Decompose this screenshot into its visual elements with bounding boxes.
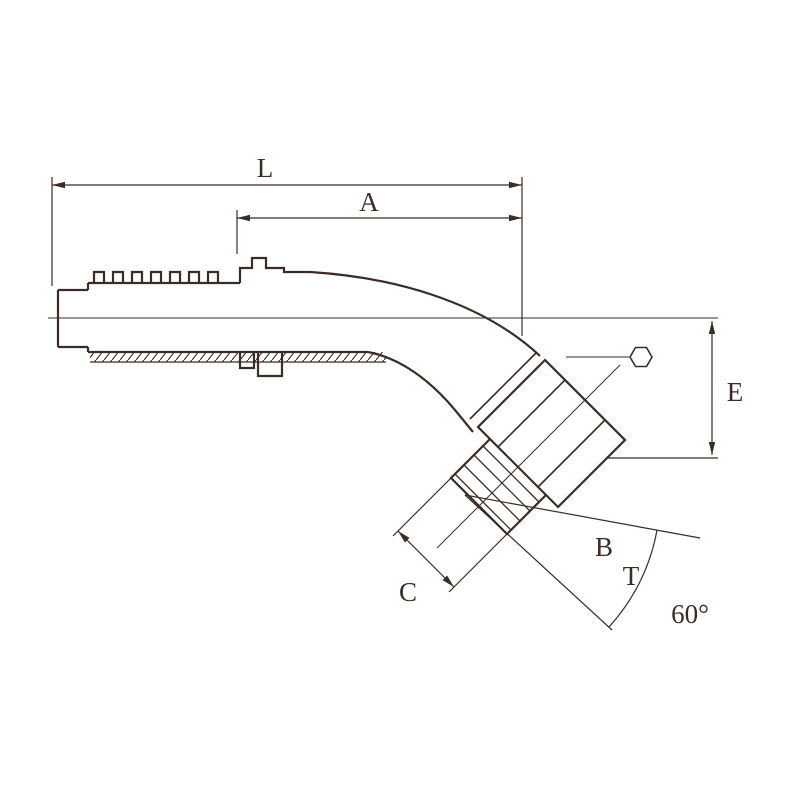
dim-C-ext-1	[392, 477, 452, 537]
dim-label-seat-angle: 60°	[671, 599, 709, 629]
centerlines	[48, 317, 718, 549]
dim-label-L: L	[257, 153, 274, 183]
shank-hatch-strip	[90, 352, 386, 362]
nut-hex-flat-lines	[497, 379, 606, 488]
dim-label-E: E	[727, 377, 744, 407]
bend-inner-contour	[88, 350, 474, 433]
cone-flank-line-2	[464, 494, 613, 631]
arrow-C-upper	[398, 531, 410, 543]
arrow-A-right	[509, 214, 522, 222]
arrow-E-top	[708, 321, 716, 334]
hexagon-icon	[629, 346, 653, 368]
shank-ribs	[92, 270, 220, 283]
cone-angle-arc	[608, 529, 658, 628]
nipple-shoulder-line	[469, 351, 538, 420]
dim-label-B: B	[595, 532, 613, 562]
arrow-L-left	[52, 181, 65, 189]
dim-C-ext-2	[448, 533, 508, 593]
collar-tabs-bottom	[238, 352, 284, 378]
dimension-lines	[51, 177, 718, 631]
dim-C-line	[397, 530, 455, 588]
bend-outer-contour	[309, 270, 541, 357]
cone-flank-line-1	[464, 494, 701, 539]
dim-label-T: T	[623, 561, 640, 591]
arrows-and-labels: L A E B T C 60°	[52, 153, 743, 629]
dim-label-A: A	[359, 187, 379, 217]
arrow-A-left	[237, 214, 250, 222]
arrow-C-lower	[442, 575, 454, 587]
arrow-E-bottom	[708, 442, 716, 455]
port-centerline	[436, 364, 621, 549]
swivel-nut-outline	[476, 358, 627, 509]
part-outline	[56, 256, 627, 536]
dim-label-C: C	[399, 577, 417, 607]
arrow-L-right	[509, 181, 522, 189]
drawing-lines	[48, 177, 718, 631]
